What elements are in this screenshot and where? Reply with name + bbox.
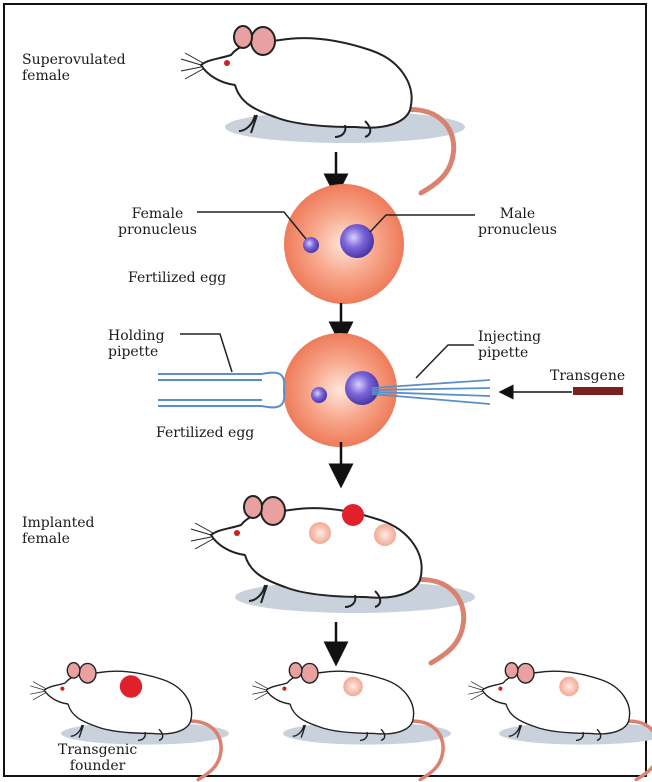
label-injecting-pipette: Injecting pipette: [478, 329, 541, 361]
transgene-dna: [573, 387, 623, 395]
embryo-1: [309, 522, 331, 544]
label-fertilized-egg-2: Fertilized egg: [156, 425, 254, 441]
female-pronucleus-2: [311, 387, 327, 403]
embryo-transgenic: [342, 504, 364, 526]
label-male-pronucleus: Male pronucleus: [478, 206, 557, 238]
label-implanted-female: Implanted female: [22, 515, 94, 547]
embryo-2: [374, 524, 396, 546]
label-female-pronucleus: Female pronucleus: [118, 206, 197, 238]
offspring-3: [468, 663, 652, 780]
offspring-2: [252, 663, 451, 780]
label-transgene: Transgene: [550, 368, 625, 384]
fertilized-egg-1: [197, 184, 475, 304]
label-holding-pipette: Holding pipette: [108, 328, 165, 360]
superovulated-female-mouse: [181, 26, 465, 193]
label-transgenic-founder: Transgenic founder: [58, 742, 137, 774]
holding-pipette: [158, 373, 284, 408]
label-fertilized-egg-1: Fertilized egg: [128, 270, 226, 286]
male-pronucleus-1: [340, 224, 374, 258]
label-superovulated-female: Superovulated female: [22, 52, 126, 84]
implanted-female-mouse: [191, 496, 475, 663]
